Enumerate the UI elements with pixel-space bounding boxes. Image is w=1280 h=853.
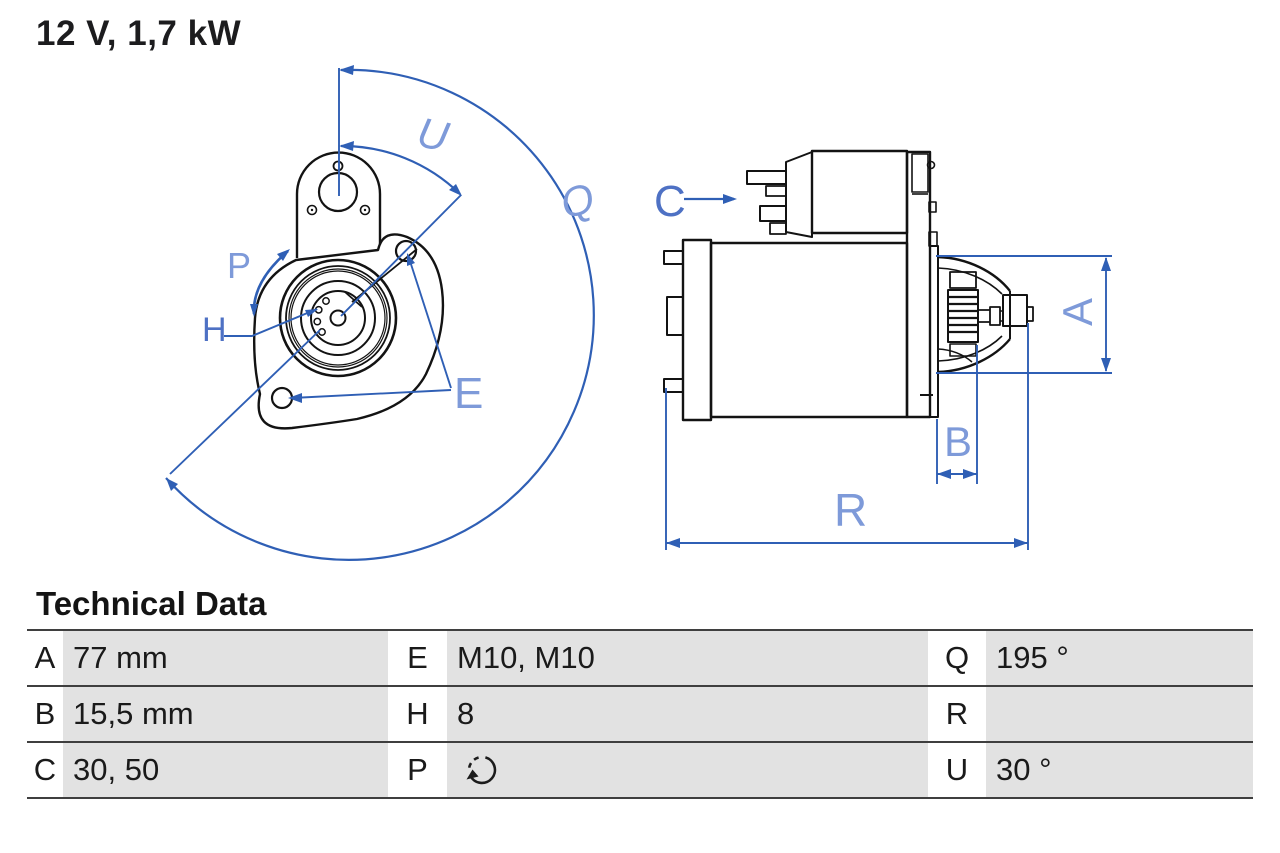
label-E: E bbox=[454, 369, 483, 418]
label-H: H bbox=[202, 311, 227, 349]
dimension-lines bbox=[165, 68, 1112, 561]
shaft-end-block bbox=[1002, 294, 1028, 327]
arc-U bbox=[340, 144, 461, 195]
value-E: M10, M10 bbox=[447, 631, 928, 685]
key-R: R bbox=[928, 687, 986, 741]
label-A: A bbox=[1054, 298, 1101, 326]
value-Q: 195 ° bbox=[986, 631, 1253, 685]
starter-motor-technical-drawing: U Q P E A B R H C bbox=[165, 65, 1112, 561]
motor-body bbox=[709, 241, 909, 419]
key-B: B bbox=[27, 687, 63, 741]
value-B: 15,5 mm bbox=[63, 687, 388, 741]
key-Q: Q bbox=[928, 631, 986, 685]
dimension-arrowheads bbox=[166, 65, 1111, 548]
rotation-ccw-icon bbox=[466, 755, 497, 785]
table-row: B 15,5 mm H 8 R bbox=[27, 687, 1253, 743]
value-R bbox=[986, 687, 1253, 741]
leader-E-bottom bbox=[291, 389, 452, 399]
table-row: A 77 mm E M10, M10 Q 195 ° bbox=[27, 631, 1253, 687]
value-A: 77 mm bbox=[63, 631, 388, 685]
front-view-drawing bbox=[253, 151, 445, 430]
value-C: 30, 50 bbox=[63, 743, 388, 797]
value-U: 30 ° bbox=[986, 743, 1253, 797]
ear-top-small-hole bbox=[332, 160, 344, 172]
value-H: 8 bbox=[447, 687, 928, 741]
spline-hub bbox=[310, 290, 366, 346]
end-cap bbox=[681, 238, 713, 422]
key-E: E bbox=[388, 631, 447, 685]
key-C: C bbox=[27, 743, 63, 797]
key-A: A bbox=[27, 631, 63, 685]
key-P: P bbox=[388, 743, 447, 797]
technical-data-heading: Technical Data bbox=[36, 585, 267, 622]
label-Q: Q bbox=[556, 174, 599, 228]
ear-center-hole bbox=[317, 171, 359, 213]
key-U: U bbox=[928, 743, 986, 797]
value-P bbox=[447, 743, 928, 797]
technical-drawing-svg: U Q P E A B R H C bbox=[165, 65, 1112, 561]
label-R: R bbox=[834, 484, 867, 536]
bolt-hole-top-right bbox=[394, 239, 418, 263]
dimension-labels-dark: H C bbox=[202, 177, 686, 349]
leader-E-top bbox=[408, 257, 452, 389]
label-P: P bbox=[227, 245, 251, 286]
table-row: C 30, 50 P U 30 ° bbox=[27, 743, 1253, 799]
side-view-drawing bbox=[663, 149, 1034, 422]
label-U: U bbox=[413, 108, 453, 160]
terminal-stud-1 bbox=[746, 170, 787, 185]
label-C: C bbox=[654, 177, 686, 226]
pinion-gear bbox=[947, 289, 979, 343]
shaft-center-hole bbox=[329, 309, 347, 327]
key-H: H bbox=[388, 687, 447, 741]
leader-H bbox=[224, 308, 318, 337]
terminal-stud-2 bbox=[759, 205, 787, 222]
arc-Q bbox=[165, 68, 595, 561]
technical-data-table: A 77 mm E M10, M10 Q 195 ° B 15,5 mm H 8… bbox=[27, 629, 1253, 799]
diagonal-ref-line bbox=[340, 194, 462, 317]
page-title: 12 V, 1,7 kW bbox=[36, 14, 242, 53]
label-B: B bbox=[944, 418, 972, 465]
radial-line-Q-end bbox=[169, 329, 321, 475]
solenoid bbox=[810, 149, 909, 235]
flange-plate bbox=[253, 233, 445, 430]
